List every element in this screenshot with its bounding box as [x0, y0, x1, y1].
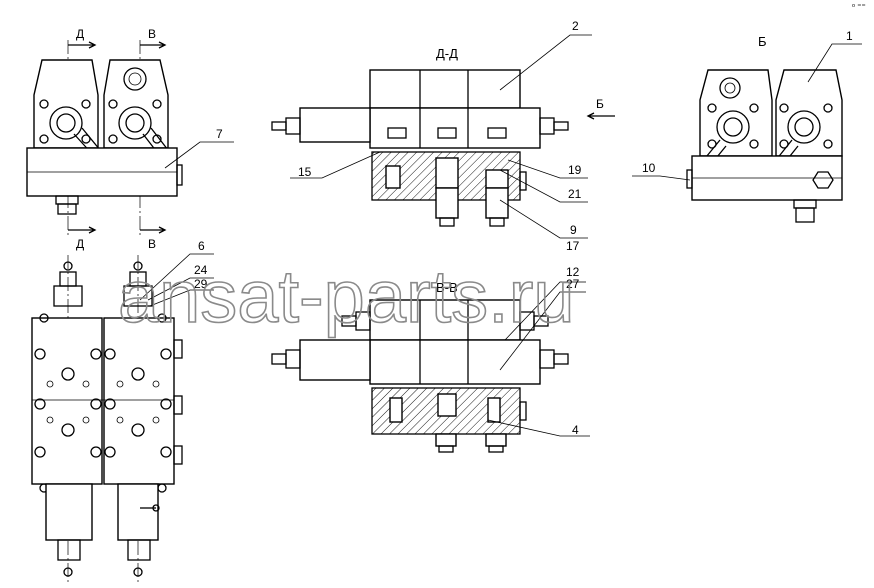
callout-number: 4: [572, 423, 579, 437]
view-b: [686, 69, 843, 223]
section-dd-title: Д-Д: [436, 46, 458, 61]
callout-number: 7: [216, 127, 223, 141]
section-vv: [271, 299, 569, 453]
plan-view: [31, 255, 183, 585]
callout-number: 10: [642, 161, 656, 175]
callout-number: 19: [568, 163, 582, 177]
callout-number: 24: [194, 263, 208, 277]
callout-number: 6: [198, 239, 205, 253]
section-dd: [271, 69, 615, 227]
callout-number: 17: [566, 239, 580, 253]
callout-number: 1: [846, 29, 853, 43]
cut-mark-v-bottom: В: [148, 237, 156, 251]
callout-number: 12: [566, 265, 580, 279]
leader-lines: [139, 34, 862, 437]
watermark: ansat-parts.ru: [118, 255, 575, 338]
callout-number: 27: [566, 277, 580, 291]
callout-number: 29: [194, 277, 208, 291]
section-vv-title: В-В: [436, 280, 458, 295]
cut-mark-b-arrow: Б: [596, 97, 604, 111]
cut-mark-d-top: Д: [76, 27, 84, 41]
cut-mark-d-bottom: Д: [76, 237, 84, 251]
front-view: [26, 40, 183, 235]
cut-mark-v-top: В: [148, 27, 156, 41]
corner-mark: ᵒ ⁼⁼: [852, 2, 866, 11]
callout-number: 9: [570, 223, 577, 237]
callout-number: 15: [298, 165, 312, 179]
callout-number: 21: [568, 187, 582, 201]
view-b-title: Б: [758, 34, 767, 49]
callout-number: 2: [572, 19, 579, 33]
